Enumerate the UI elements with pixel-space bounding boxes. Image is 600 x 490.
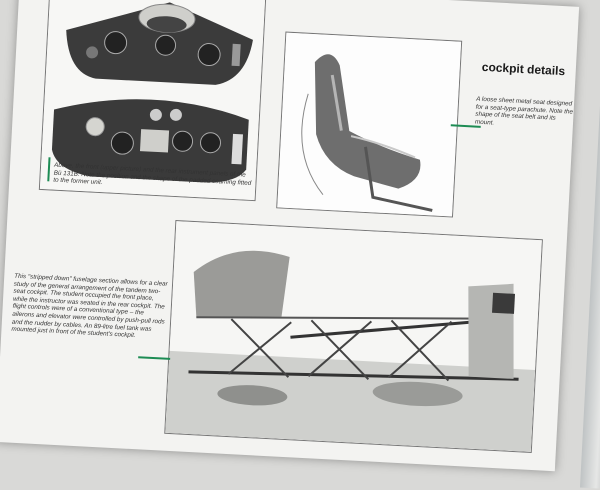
section-title: cockpit details [481, 59, 566, 79]
facing-page-edge [579, 18, 600, 490]
parachute-seat-illustration [277, 32, 462, 217]
fuselage-caption-marker [138, 356, 171, 360]
fuselage-caption: This "stripped down" fuselage section al… [11, 272, 168, 340]
book-page: Above, the front (upper picture) and the… [0, 0, 580, 472]
instrument-panels-illustration [39, 0, 266, 201]
seat-photo [276, 31, 463, 218]
fuselage-section-illustration [165, 221, 542, 452]
fuselage-photo [164, 220, 543, 453]
seat-caption: A loose sheet metal seat designed for a … [474, 95, 574, 127]
instrument-panels-photo [38, 0, 267, 202]
